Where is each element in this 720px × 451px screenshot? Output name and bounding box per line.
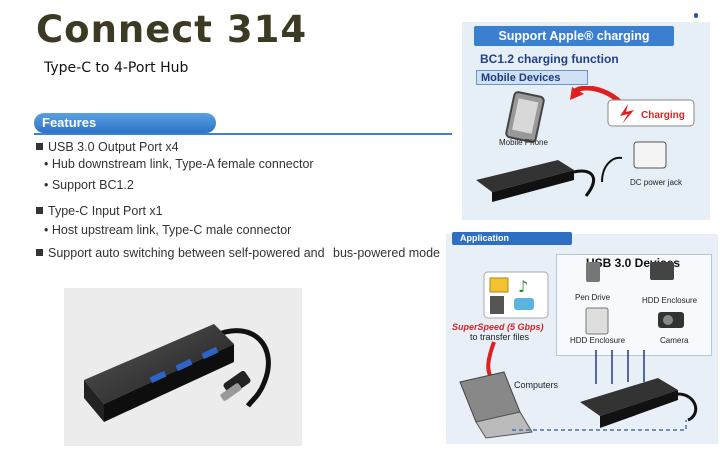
accent-dot — [694, 13, 698, 18]
charging-subheader: BC1.2 charging function — [480, 52, 619, 66]
charging-diagram — [476, 86, 695, 202]
square-bullet-icon — [36, 207, 43, 214]
feature-item: Type-C Input Port x1 — [36, 204, 163, 218]
feature-item: USB 3.0 Output Port x4 — [36, 140, 179, 154]
features-heading: Features — [34, 113, 216, 133]
computers-label: Computers — [514, 380, 559, 390]
usb-hub-icon — [84, 324, 271, 422]
charging-badge — [607, 99, 695, 127]
feature-subitem: • Host upstream link, Type-C male connec… — [44, 223, 292, 237]
features-divider — [34, 133, 452, 135]
product-photo — [64, 288, 302, 446]
usb-devices-box — [556, 254, 712, 356]
dc-power-jack-label: DC power jack — [630, 178, 683, 187]
hdd-enclosure-label-2: HDD Enclosure — [570, 336, 626, 345]
page-subtitle: Type-C to 4-Port Hub — [44, 60, 189, 76]
hdd-enclosure-icon-2 — [585, 307, 609, 335]
camera-label: Camera — [660, 336, 689, 345]
feature-subitem: • Hub downstream link, Type-A female con… — [44, 157, 314, 171]
pen-drive-icon — [586, 262, 600, 282]
transfer-label: to transfer files — [470, 332, 530, 342]
usb-hub-icon — [600, 390, 678, 428]
mobile-devices-label: Mobile Devices — [476, 70, 588, 85]
application-tab: Application — [452, 232, 572, 245]
lightning-icon — [620, 104, 634, 124]
hdd-enclosure-icon — [650, 262, 674, 280]
square-bullet-icon — [36, 249, 43, 256]
square-bullet-icon — [36, 143, 43, 150]
feature-item-continued: bus-powered mode — [333, 246, 441, 260]
usb-hub-icon — [492, 170, 574, 202]
charging-label: Charging — [641, 110, 685, 121]
mobile-phone-label: Mobile Phone — [499, 138, 548, 147]
superspeed-label: SuperSpeed (5 Gbps) — [452, 322, 544, 332]
feature-item: Support auto switching between self-powe… — [36, 246, 325, 260]
page-title: Connect 314 — [36, 8, 308, 51]
application-diagram: ♪ — [459, 262, 698, 439]
feature-subitem: • Support BC1.2 — [44, 178, 134, 192]
pen-drive-label: Pen Drive — [575, 293, 611, 302]
charging-header: Support Apple® charging — [474, 26, 674, 46]
svg-text:♪: ♪ — [518, 277, 528, 296]
hdd-enclosure-label: HDD Enclosure — [642, 296, 698, 305]
power-outlet-icon — [633, 141, 667, 169]
